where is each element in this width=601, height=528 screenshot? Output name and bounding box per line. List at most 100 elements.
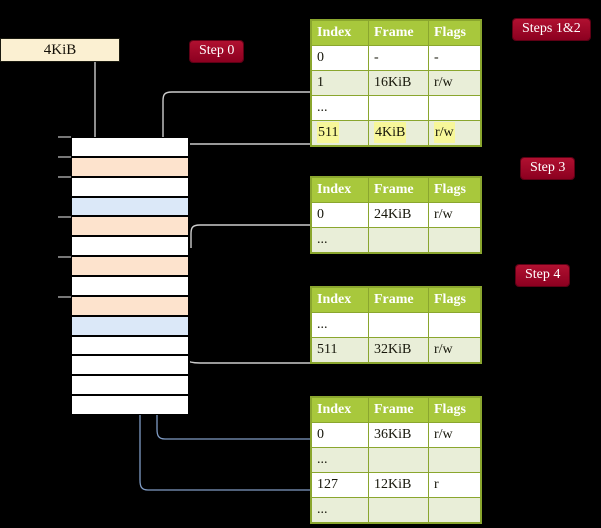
table-cell-index: 0 (311, 45, 369, 71)
table-cell-flags: r/w (428, 422, 481, 448)
memory-frame-row (72, 216, 188, 237)
physical-memory-column (70, 137, 190, 416)
memory-frame-row (72, 335, 188, 356)
column-header-flags: Flags (428, 287, 481, 313)
memory-frame-row (72, 156, 188, 177)
table-cell-frame (368, 227, 429, 253)
wire-memory-to-l3 (177, 306, 311, 364)
table-cell-frame: 32KiB (368, 337, 429, 363)
table-cell-index: 1 (311, 70, 369, 96)
column-header-frame: Frame (368, 397, 429, 423)
table-cell-index: 511 (311, 337, 369, 363)
table-cell-flags: r (428, 472, 481, 498)
memory-frame-row (72, 236, 188, 257)
table-cell-flags: - (428, 45, 481, 71)
column-header-frame: Frame (368, 20, 429, 46)
table-cell-index: ... (311, 227, 369, 253)
memory-frame-row (72, 256, 188, 277)
memory-tick (58, 136, 71, 138)
page-box-4kib: 4KiB (0, 38, 120, 62)
table-cell-index: 0 (311, 422, 369, 448)
memory-frame-row (72, 355, 188, 376)
memory-frame-row (72, 196, 188, 217)
table-cell-frame: 24KiB (368, 202, 429, 228)
badge-steps-1-2: Steps 1&2 (513, 19, 590, 40)
column-header-frame: Frame (368, 177, 429, 203)
table-cell-frame (368, 95, 429, 121)
table-cell-frame: 12KiB (368, 472, 429, 498)
table-cell-flags: r/w (428, 70, 481, 96)
memory-frame-row (72, 395, 188, 416)
table-row: ... (311, 227, 481, 253)
table-cell-frame (368, 447, 429, 473)
memory-frame-row (72, 315, 188, 336)
badge-step-0: Step 0 (190, 41, 244, 62)
table-cell-flags (428, 497, 481, 523)
column-header-flags: Flags (428, 397, 481, 423)
memory-tick (58, 256, 71, 258)
table-row: 511 4KiB r/w (311, 120, 481, 146)
column-header-index: Index (311, 397, 369, 423)
highlighted-value: 4KiB (374, 122, 407, 143)
table-cell-flags (428, 447, 481, 473)
table-cell-frame: 16KiB (368, 70, 429, 96)
memory-tick (58, 216, 71, 218)
column-header-index: Index (311, 177, 369, 203)
memory-frame-row (72, 375, 188, 396)
table-cell-frame: 4KiB (368, 120, 429, 146)
page-box-label: 4KiB (43, 42, 77, 58)
memory-tick (58, 176, 71, 178)
memory-tick (58, 156, 71, 158)
table-cell-frame: - (368, 45, 429, 71)
badge-step-3: Step 3 (521, 158, 575, 179)
table-cell-index: 511 (311, 120, 369, 146)
table-row: ... (311, 95, 481, 121)
table-cell-frame (368, 312, 429, 338)
table-cell-flags (428, 95, 481, 121)
column-header-index: Index (311, 287, 369, 313)
badge-step-4: Step 4 (516, 265, 570, 286)
table-cell-frame: 36KiB (368, 422, 429, 448)
table-cell-flags (428, 227, 481, 253)
badge-steps-1-2-label: Steps 1&2 (522, 21, 581, 36)
column-header-frame: Frame (368, 287, 429, 313)
memory-frame-row (72, 137, 188, 157)
wire-page-to-memory (59, 49, 102, 154)
table-row: ... (311, 497, 481, 523)
table-cell-index: ... (311, 312, 369, 338)
table-cell-index: 0 (311, 202, 369, 228)
table-cell-index: ... (311, 95, 369, 121)
table-cell-index: ... (311, 497, 369, 523)
table-cell-flags (428, 312, 481, 338)
table-cell-index: 127 (311, 472, 369, 498)
table-row: ... (311, 312, 481, 338)
table-row: 0-- (311, 45, 481, 71)
table-cell-flags: r/w (428, 120, 481, 146)
badge-step-4-label: Step 4 (525, 267, 561, 282)
table-cell-index: ... (311, 447, 369, 473)
memory-frame-row (72, 276, 188, 296)
highlighted-value: 511 (317, 122, 340, 143)
table-row: ... (311, 447, 481, 473)
column-header-flags: Flags (428, 177, 481, 203)
memory-frame-row (72, 295, 188, 316)
highlighted-value: r/w (434, 122, 455, 143)
memory-tick (58, 296, 71, 298)
column-header-flags: Flags (428, 20, 481, 46)
memory-frame-row (72, 176, 188, 197)
badge-step-3-label: Step 3 (530, 160, 566, 175)
column-header-index: Index (311, 20, 369, 46)
table-cell-frame (368, 497, 429, 523)
